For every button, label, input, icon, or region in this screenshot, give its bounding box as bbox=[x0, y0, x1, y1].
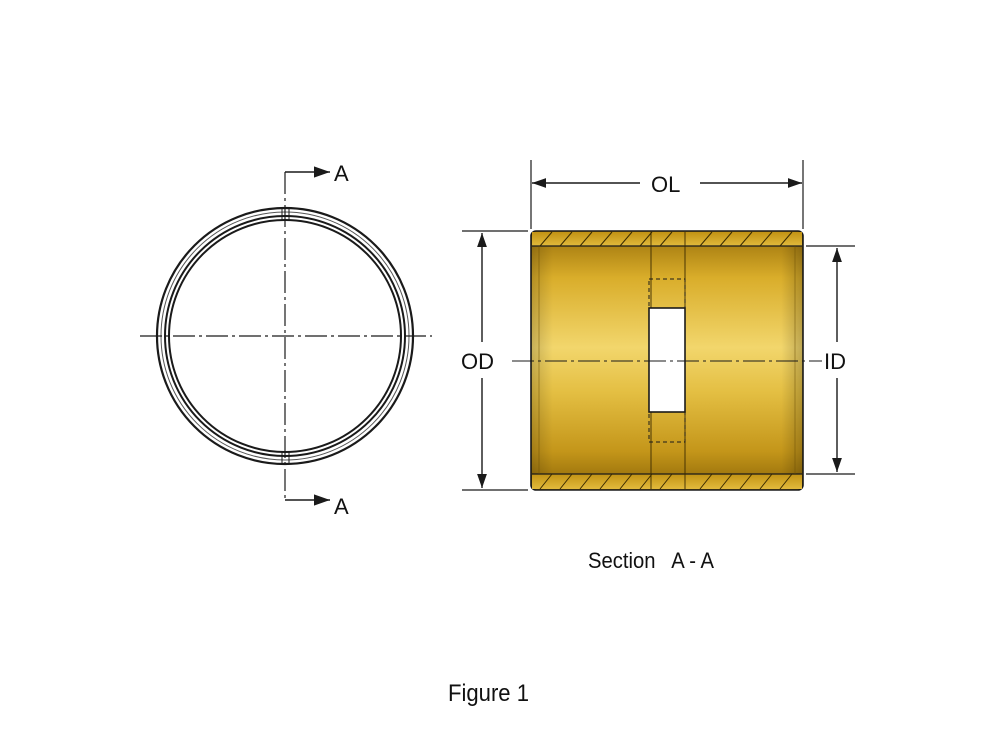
ol-label: OL bbox=[651, 172, 680, 197]
top-wall-section bbox=[532, 231, 802, 247]
id-label: ID bbox=[824, 349, 846, 374]
od-label: OD bbox=[461, 349, 494, 374]
section-mark-top: A bbox=[334, 161, 349, 186]
section-view bbox=[512, 230, 822, 491]
oil-slot bbox=[648, 307, 686, 413]
dimensions: OL OD ID bbox=[461, 160, 855, 491]
section-caption: Section A - A bbox=[588, 548, 715, 573]
end-view: A A bbox=[140, 161, 432, 519]
figure-caption: Figure 1 bbox=[448, 680, 530, 707]
section-mark-bottom: A bbox=[334, 494, 349, 519]
bottom-wall-section bbox=[532, 473, 802, 490]
